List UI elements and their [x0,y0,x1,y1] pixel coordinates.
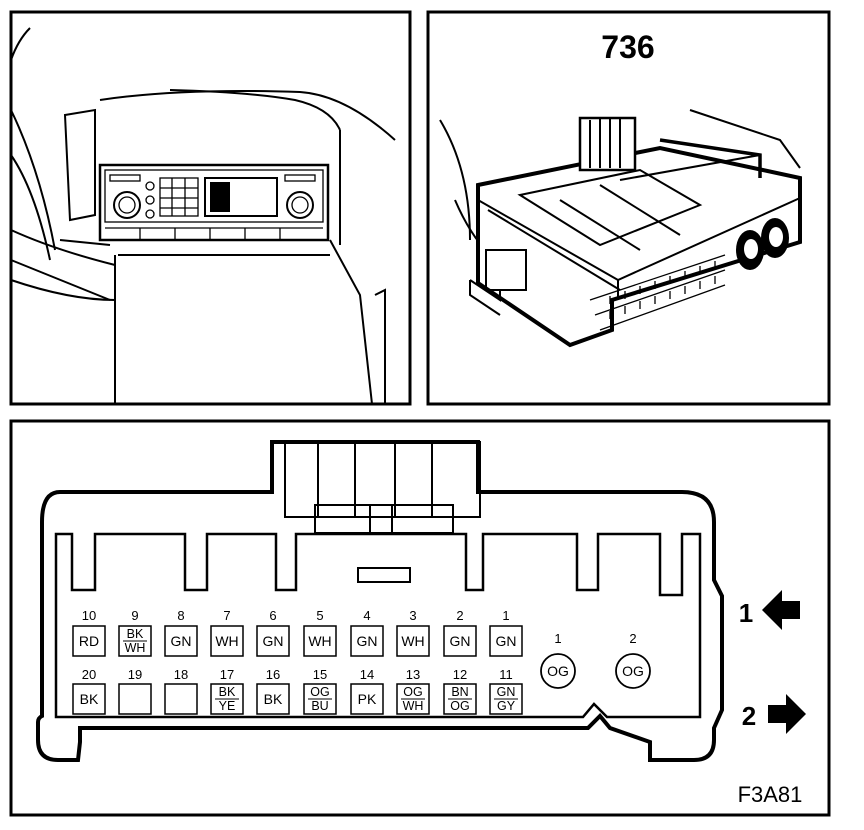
pin-number: 8 [177,608,184,623]
round-pin-2-color: OG [622,663,644,679]
pin-box [256,683,290,715]
pin-wire-color: GN [171,633,192,649]
arrow-2: 2 [742,694,806,734]
pin-number: 18 [174,667,188,682]
arrow-2-label: 2 [742,701,756,731]
pin-number: 20 [82,667,96,682]
pin-wire-color: GN [496,633,517,649]
arrow-1: 1 [739,590,800,630]
pin-number: 2 [456,608,463,623]
pin-box [210,625,244,657]
pin-number: 7 [223,608,230,623]
pin-wire-color: OG [403,685,422,699]
pin-number: 6 [269,608,276,623]
pin-wire-color: WH [401,633,424,649]
pin-7: 7WH [210,608,244,657]
pin-wire-color: YE [219,699,236,713]
pin-wire-color: OG [310,685,329,699]
pin-number: 4 [363,608,370,623]
pin-19: 19 [118,667,152,715]
connector-number: 736 [601,29,654,65]
pin-box [489,625,523,657]
pin-box [72,683,106,715]
pin-number: 10 [82,608,96,623]
pin-number: 17 [220,667,234,682]
pin-box [350,625,384,657]
pin-number: 5 [316,608,323,623]
pin-wire-color: BN [451,685,468,699]
pin-wire-color: BK [264,691,283,707]
pin-box [443,625,477,657]
pin-number: 1 [502,608,509,623]
pin-wire-color: GN [450,633,471,649]
pin-4: 4GN [350,608,384,657]
pin-wire-color: WH [403,699,424,713]
round-pin-1-number: 1 [554,631,561,646]
pin-number: 3 [409,608,416,623]
pin-number: 13 [406,667,420,682]
pin-wire-color: BU [311,699,328,713]
round-pin-1: 1 OG [540,631,576,689]
pin-wire-color: OG [450,699,469,713]
pin-wire-color: WH [308,633,331,649]
dashboard-illustration [10,27,396,405]
pin-6: 6GN [256,608,290,657]
pin-number: 11 [499,667,513,682]
pin-1: 1GN [489,608,523,657]
pin-box [164,683,198,715]
pin-wire-color: RD [79,633,99,649]
pin-number: 16 [266,667,280,682]
pin-number: 9 [131,608,138,623]
pin-box [118,683,152,715]
arrow-right-icon [768,694,806,734]
pin-box [303,625,337,657]
pin-5: 5WH [303,608,337,657]
pin-wire-color: GN [263,633,284,649]
pin-wire-color: GN [497,685,516,699]
round-pin-2: 2 OG [615,631,651,689]
pin-number: 12 [453,667,467,682]
radio-unit [98,163,330,242]
pin-wire-color: GY [497,699,516,713]
pin-box [164,625,198,657]
arrow-1-label: 1 [739,598,753,628]
pin-wire-color: GN [357,633,378,649]
round-pin-1-color: OG [547,663,569,679]
pin-3: 3WH [396,608,430,657]
pin-box [350,683,384,715]
pin-wire-color: PK [358,691,377,707]
pin-wire-color: WH [125,641,146,655]
pin-8: 8GN [164,608,198,657]
pin-wire-color: WH [215,633,238,649]
pin-18: 18 [164,667,198,715]
round-pin-2-number: 2 [629,631,636,646]
pin-number: 19 [128,667,142,682]
pin-2: 2GN [443,608,477,657]
pin-box [396,625,430,657]
arrow-left-icon [762,590,800,630]
pin-wire-color: BK [127,627,144,641]
pin-wire-color: BK [80,691,99,707]
connector-3d-illustration [439,109,802,348]
pin-box [72,625,106,657]
pin-box [256,625,290,657]
pin-wire-color: BK [219,685,236,699]
figure-code: F3A81 [738,782,803,807]
pin-number: 15 [313,667,327,682]
pin-number: 14 [360,667,374,682]
